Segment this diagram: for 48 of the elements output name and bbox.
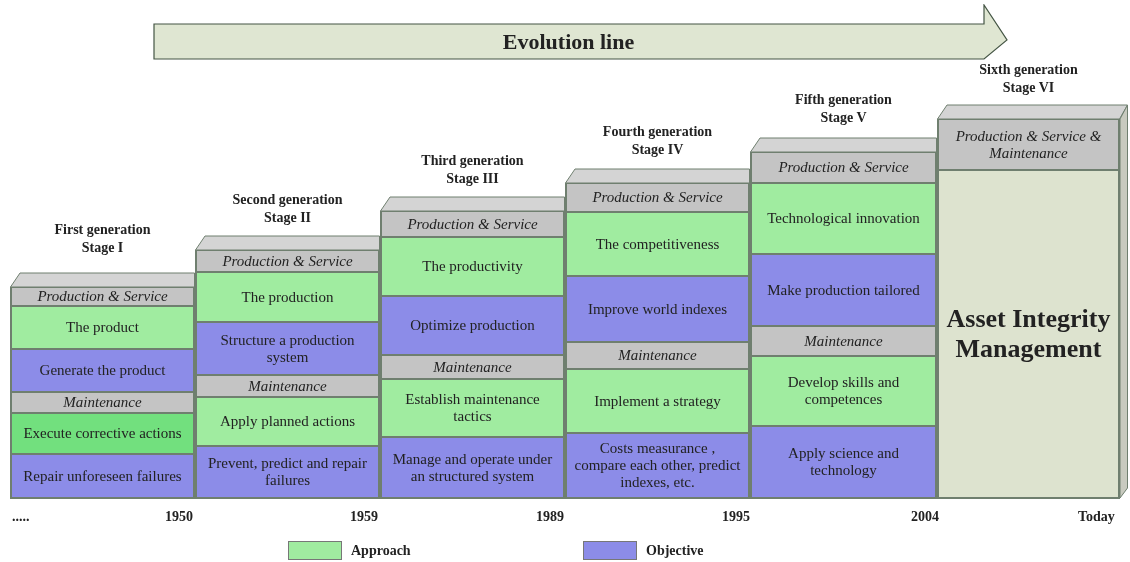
category-band: Production & Service xyxy=(751,152,936,183)
summary-band: Asset Integrity Management xyxy=(938,170,1119,498)
category-band: Maintenance xyxy=(566,342,749,369)
approach-band: The product xyxy=(11,306,194,349)
approach-band: Execute corrective actions xyxy=(11,413,194,454)
category-band: Production & Service xyxy=(11,287,194,306)
category-band: Production & Service & Maintenance xyxy=(938,119,1119,170)
category-band: Production & Service xyxy=(196,250,379,272)
objective-band: Manage and operate under an structured system xyxy=(381,437,564,498)
category-band: Maintenance xyxy=(196,375,379,397)
objective-band: Apply science and technology xyxy=(751,426,936,498)
approach-band: The productivity xyxy=(381,237,564,296)
category-band: Maintenance xyxy=(11,392,194,413)
objective-band: Make production tailored xyxy=(751,254,936,326)
year-label: 1950 xyxy=(165,509,193,525)
objective-band: Repair unforeseen failures xyxy=(11,454,194,498)
category-band: Maintenance xyxy=(381,355,564,379)
year-label: Today xyxy=(1078,509,1115,525)
approach-band: Develop skills and competences xyxy=(751,356,936,426)
approach-band: Apply planned actions xyxy=(196,397,379,446)
stage-heading: Third generation Stage III xyxy=(420,152,525,188)
objective-band: Costs measurance , compare each other, predict indexes, etc. xyxy=(566,433,749,498)
objective-band: Generate the product xyxy=(11,349,194,392)
category-band: Production & Service xyxy=(566,183,749,212)
objective-band: Prevent, predict and repair failures xyxy=(196,446,379,498)
year-label: 1995 xyxy=(722,509,750,525)
approach-band: Implement a strategy xyxy=(566,369,749,433)
year-label: 1959 xyxy=(350,509,378,525)
stage-heading: Fourth generation Stage IV xyxy=(601,123,714,159)
objective-band: Optimize production xyxy=(381,296,564,355)
stage-heading: Second generation Stage II xyxy=(231,191,344,227)
objective-band: Improve world indexes xyxy=(566,276,749,342)
category-band: Production & Service xyxy=(381,211,564,237)
approach-band: The production xyxy=(196,272,379,322)
legend-label: Objective xyxy=(646,543,704,559)
stage-heading: Fifth generation Stage V xyxy=(794,91,893,127)
year-label: 1989 xyxy=(536,509,564,525)
stage-heading: Sixth generation Stage VI xyxy=(978,61,1079,97)
year-label: 2004 xyxy=(911,509,939,525)
category-band: Maintenance xyxy=(751,326,936,356)
year-label: ..... xyxy=(12,509,30,525)
approach-band: Establish maintenance tactics xyxy=(381,379,564,437)
arrow-label: Evolution line xyxy=(501,28,636,56)
objective-band: Structure a production system xyxy=(196,322,379,375)
approach-band: Technological innovation xyxy=(751,183,936,254)
legend-label: Approach xyxy=(351,543,411,559)
approach-band: The competitiveness xyxy=(566,212,749,276)
stage-heading: First generation Stage I xyxy=(53,221,152,257)
